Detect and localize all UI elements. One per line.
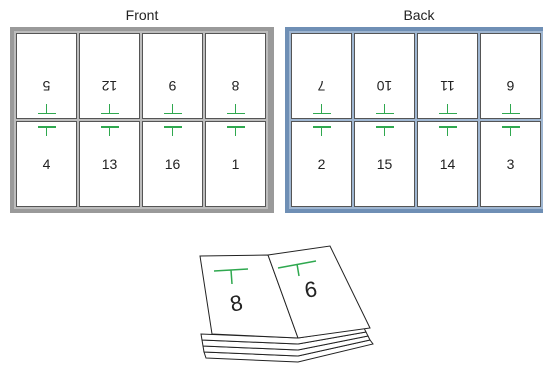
back-page-cell: 3 [480, 121, 541, 207]
page-number: 14 [418, 156, 477, 172]
front-page-cell: 5 [16, 33, 77, 119]
page-number: 7 [292, 78, 351, 94]
back-page-cell: 6 [480, 33, 541, 119]
fold-mark [376, 126, 394, 138]
page-number: 10 [355, 78, 414, 94]
page-number: 2 [292, 156, 351, 172]
back-page-cell: 7 [291, 33, 352, 119]
back-title: Back [349, 7, 489, 23]
front-title: Front [72, 7, 212, 23]
back-sheet: 7 10 11 6 2 15 14 3 [285, 27, 543, 213]
page-number: 8 [206, 78, 265, 94]
front-page-cell: 9 [142, 33, 203, 119]
page-number: 12 [80, 78, 139, 94]
back-page-cell: 10 [354, 33, 415, 119]
fold-mark [439, 126, 457, 138]
front-sheet: 5 12 9 8 4 13 16 1 [10, 27, 274, 213]
page-number: 4 [17, 156, 76, 172]
front-page-cell: 12 [79, 33, 140, 119]
fold-mark [439, 102, 457, 114]
fold-mark [227, 102, 245, 114]
front-page-cell: 8 [205, 33, 266, 119]
back-page-cell: 11 [417, 33, 478, 119]
page-number: 15 [355, 156, 414, 172]
page-number: 1 [206, 156, 265, 172]
front-page-cell: 1 [205, 121, 266, 207]
fold-mark [101, 126, 119, 138]
front-page-cell: 13 [79, 121, 140, 207]
fold-mark [38, 102, 56, 114]
fold-mark [164, 102, 182, 114]
back-page-cell: 2 [291, 121, 352, 207]
fold-mark [227, 126, 245, 138]
front-page-cell: 16 [142, 121, 203, 207]
front-page-cell: 4 [16, 121, 77, 207]
back-page-cell: 14 [417, 121, 478, 207]
page-number: 9 [143, 78, 202, 94]
fold-mark [376, 102, 394, 114]
page-number: 13 [80, 156, 139, 172]
back-page-cell: 15 [354, 121, 415, 207]
fold-mark [502, 102, 520, 114]
fold-mark [502, 126, 520, 138]
page-number: 6 [481, 78, 540, 94]
fold-mark [313, 126, 331, 138]
page-number: 3 [481, 156, 540, 172]
page-number: 16 [143, 156, 202, 172]
folded-booklet-illustration: 8 9 [190, 240, 380, 366]
fold-mark [38, 126, 56, 138]
page-number: 5 [17, 78, 76, 94]
fold-mark [101, 102, 119, 114]
fold-mark [313, 102, 331, 114]
fold-mark [164, 126, 182, 138]
page-number: 11 [418, 78, 477, 94]
